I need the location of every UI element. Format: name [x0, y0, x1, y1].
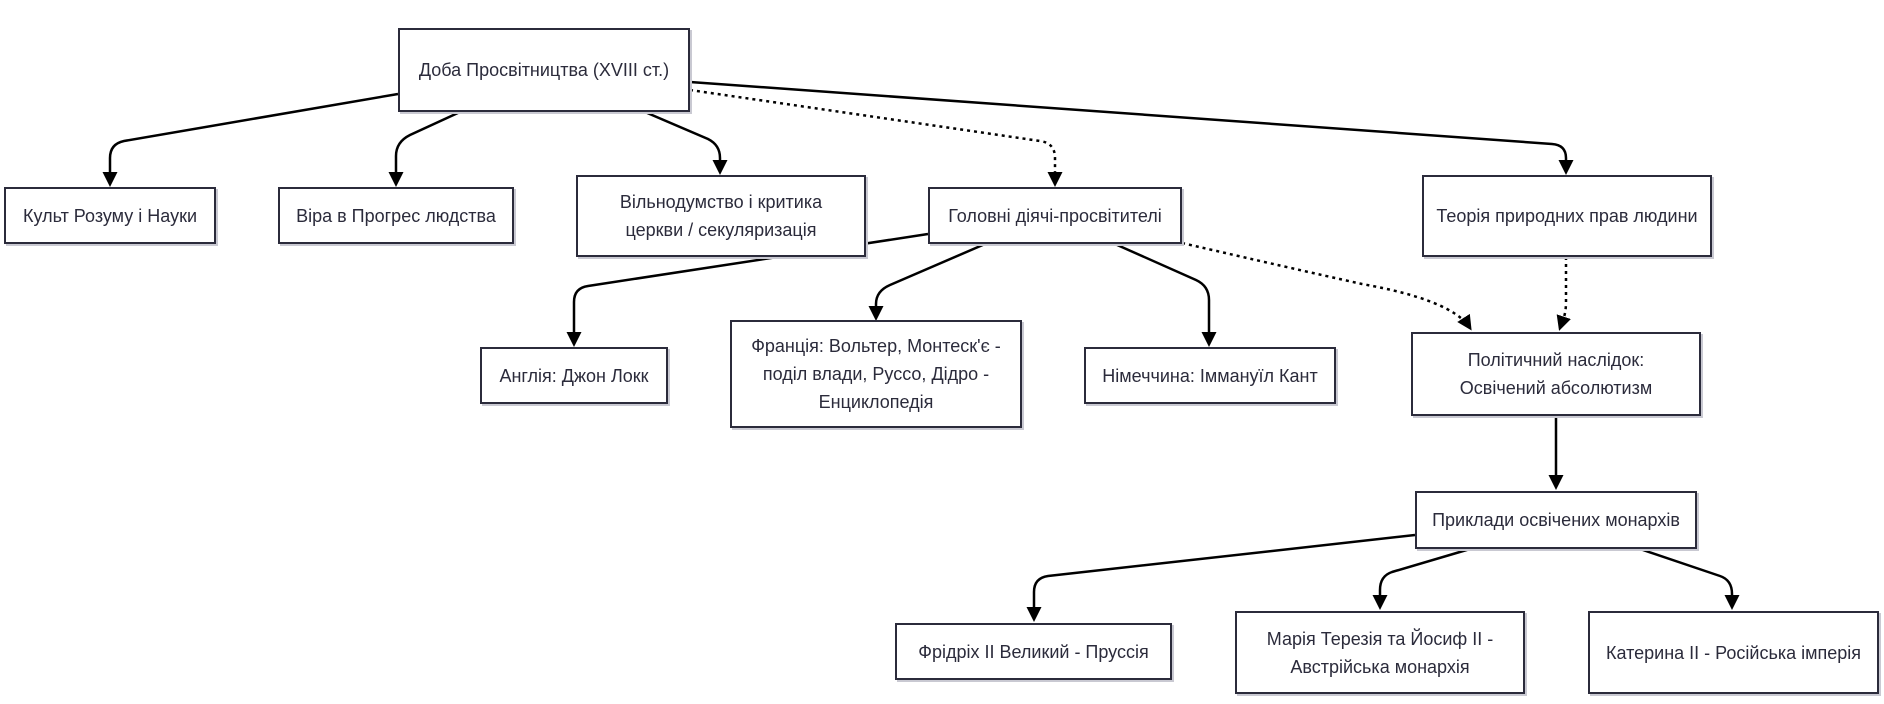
node-england: Англія: Джон Локк — [480, 347, 668, 404]
node-catherine-label: Катерина II - Російська імперія — [1606, 642, 1861, 663]
edge-figures-france — [868, 242, 986, 321]
node-natural-rights-label: Теорія природних прав людини — [1436, 206, 1698, 226]
edge-figures-germany — [1114, 242, 1217, 347]
edge-natural-rights-political — [1556, 257, 1571, 331]
node-maria-theresa-label: Марія Терезія та Йосиф II - Австрійська … — [1266, 628, 1494, 677]
node-reason: Культ Розуму і Науки — [4, 187, 216, 244]
node-germany-label: Німеччина: Іммануїл Кант — [1102, 365, 1318, 386]
node-root-label: Доба Просвітництва (XVIII ст.) — [418, 60, 670, 80]
node-england-label: Англія: Джон Локк — [499, 365, 649, 386]
node-france: Франція: Вольтер, Монтеск'є - поділ влад… — [730, 320, 1022, 428]
edge-figures-england — [566, 232, 929, 347]
edge-examples-maria-theresa — [1372, 547, 1471, 610]
node-natural-rights: Теорія природних прав людини — [1422, 175, 1712, 257]
node-germany: Німеччина: Іммануїл Кант — [1084, 347, 1336, 404]
node-progress: Віра в Прогрес людства — [278, 187, 514, 244]
node-examples: Приклади освічених монархів — [1415, 491, 1697, 549]
edge-root-progress — [388, 110, 461, 187]
node-reason-label: Культ Розуму і Науки — [23, 205, 197, 226]
node-progress-label: Віра в Прогрес людства — [296, 205, 496, 226]
edge-root-figures — [689, 88, 1063, 187]
node-frederick: Фрідріх II Великий - Пруссія — [895, 623, 1172, 680]
node-political-label: Політичний наслідок: Освічений абсолютиз… — [1459, 350, 1653, 398]
edge-root-freethinking — [644, 110, 728, 175]
node-root: Доба Просвітництва (XVIII ст.) — [398, 28, 690, 112]
edge-examples-catherine — [1639, 547, 1740, 610]
node-examples-label: Приклади освічених монархів — [1432, 510, 1680, 530]
edge-examples-frederick — [1026, 533, 1416, 622]
edge-root-natural-rights — [689, 80, 1574, 175]
node-freethinking: Вільнодумство і критика церкви / секуляр… — [576, 175, 866, 257]
node-figures-label: Головні діячі-просвітителі — [948, 205, 1162, 226]
node-france-label: Франція: Вольтер, Монтеск'є - поділ влад… — [751, 336, 1001, 412]
node-figures: Головні діячі-просвітителі — [928, 187, 1182, 244]
edge-figures-political — [1181, 241, 1472, 331]
node-maria-theresa: Марія Терезія та Йосиф II - Австрійська … — [1235, 611, 1525, 694]
node-freethinking-label: Вільнодумство і критика церкви / секуляр… — [619, 192, 823, 240]
node-catherine: Катерина II - Російська імперія — [1588, 611, 1879, 694]
node-political: Політичний наслідок: Освічений абсолютиз… — [1411, 332, 1701, 416]
edge-root-reason — [102, 92, 399, 187]
node-frederick-label: Фрідріх II Великий - Пруссія — [918, 641, 1149, 662]
